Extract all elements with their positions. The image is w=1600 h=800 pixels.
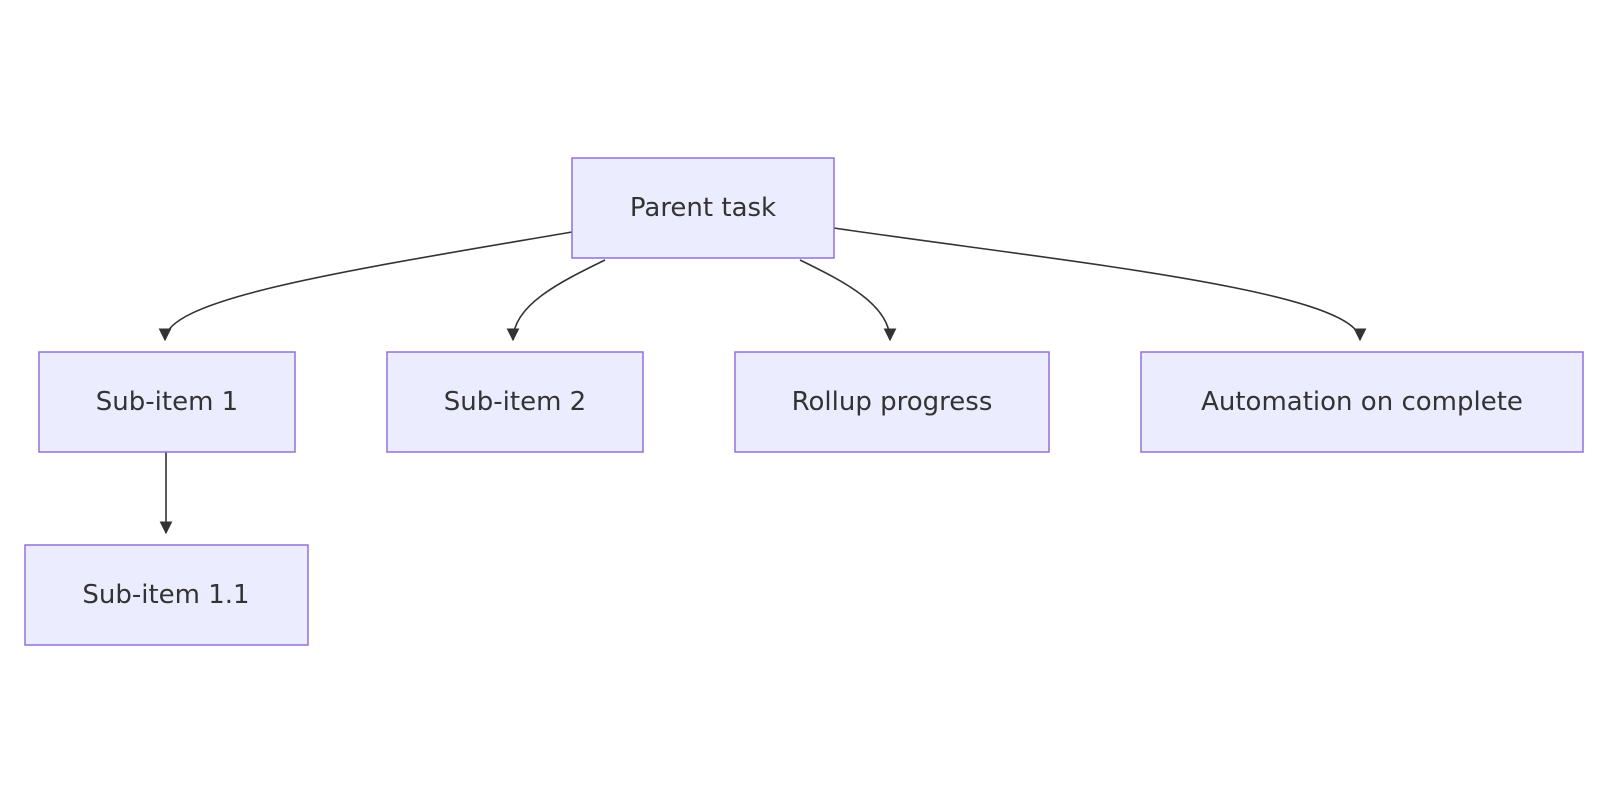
edge-parent-to-automation <box>833 227 1367 342</box>
edges <box>158 227 1367 535</box>
node-label: Sub-item 2 <box>444 387 586 417</box>
edge-parent-to-sub-item-1 <box>158 231 573 342</box>
node-sub-item-1[interactable]: Sub-item 1 <box>38 351 296 453</box>
node-sub-item-2[interactable]: Sub-item 2 <box>386 351 644 453</box>
node-label: Sub-item 1 <box>96 387 238 417</box>
edge-parent-to-rollup-progress <box>799 259 897 342</box>
node-label: Parent task <box>630 193 776 223</box>
edge-parent-to-sub-item-2 <box>506 259 606 342</box>
node-automation-on-complete[interactable]: Automation on complete <box>1140 351 1584 453</box>
node-label: Automation on complete <box>1201 387 1523 417</box>
node-sub-item-1-1[interactable]: Sub-item 1.1 <box>24 544 309 646</box>
node-rollup-progress[interactable]: Rollup progress <box>734 351 1050 453</box>
node-label: Rollup progress <box>792 387 993 417</box>
node-parent-task[interactable]: Parent task <box>571 157 835 259</box>
node-label: Sub-item 1.1 <box>82 580 249 610</box>
